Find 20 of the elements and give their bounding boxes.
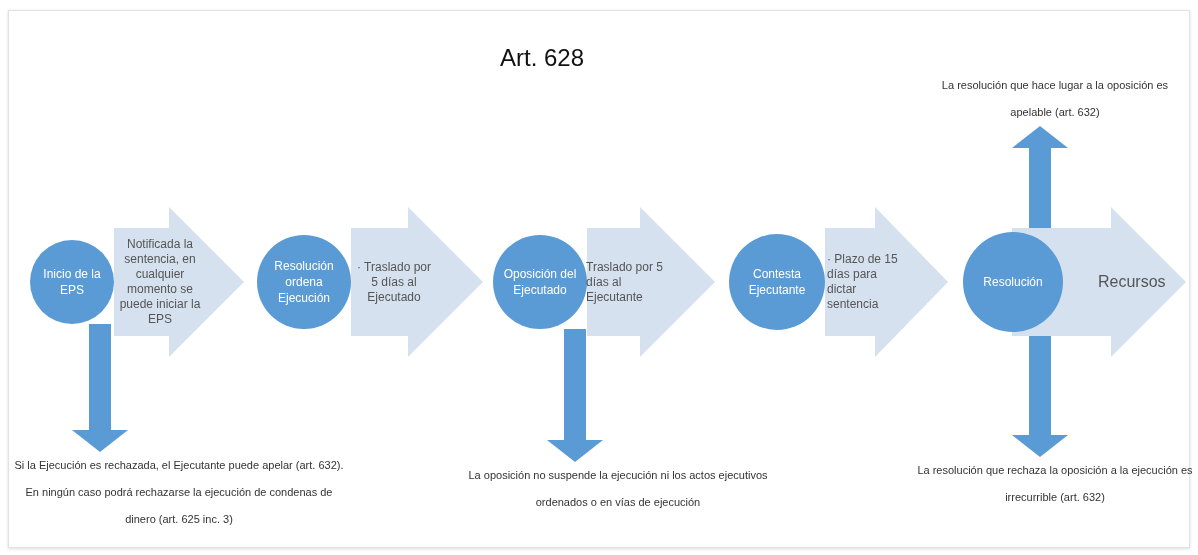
- note-text: Si la Ejecución es rechazada, el Ejecutante puede apelar (art. 632). En ningún caso podrá rechazarse la ejecución de condenas de dinero (art. 625 inc. 3): [14, 452, 344, 533]
- edge-label: · Traslado por 5 días al Ejecutado: [356, 260, 432, 305]
- chevron-arrow: [825, 207, 948, 357]
- step-label: Contesta Ejecutante: [747, 266, 807, 298]
- step-label: Oposición del Ejecutado: [502, 266, 578, 298]
- step-label: Inicio de la EPS: [42, 266, 102, 298]
- note-text: La oposición no suspende la ejecución ni los actos ejecutivos ordenados o en vías de ejecución: [448, 462, 788, 516]
- step-label: Resolución ordena Ejecución: [273, 258, 335, 306]
- chevron-arrow: [114, 207, 244, 357]
- chevron-arrow: [351, 207, 483, 357]
- block-arrow: [547, 329, 603, 462]
- step-label: Resolución: [982, 274, 1044, 290]
- chevron-arrow: [587, 207, 715, 357]
- note-text: La resolución que hace lugar a la oposición es apelable (art. 632): [925, 72, 1185, 126]
- edge-label: Notificada la sentencia, en cualquier momento se puede iniciar la EPS: [118, 237, 202, 327]
- block-arrow: [72, 324, 128, 452]
- step-text: Recursos: [1098, 272, 1167, 292]
- edge-label: · Plazo de 15 días para dictar sentencia: [827, 252, 899, 312]
- note-text: La resolución que rechaza la oposición a la ejecución es irrecurrible (art. 632): [905, 457, 1198, 511]
- title: Art. 628: [498, 44, 585, 72]
